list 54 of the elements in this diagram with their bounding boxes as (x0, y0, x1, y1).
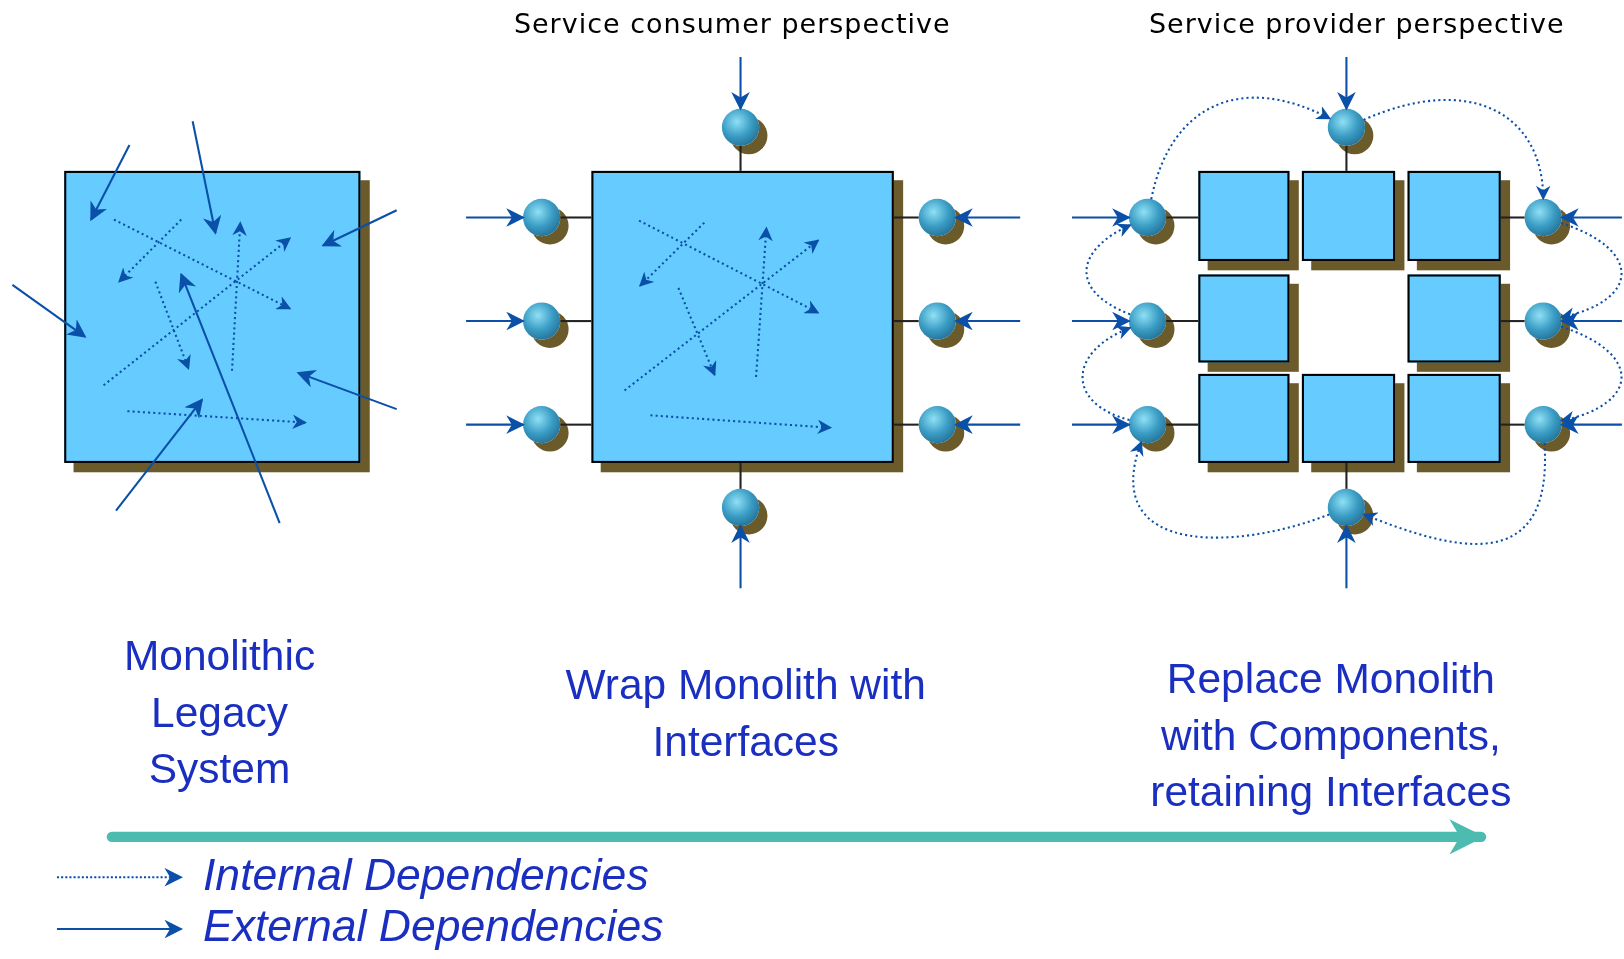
arrow (954, 415, 1021, 434)
legend-label: External Dependencies (203, 902, 664, 952)
legend-label: Internal Dependencies (203, 850, 649, 900)
arrow (296, 369, 398, 411)
connector-line (1500, 216, 1525, 219)
connector-line (1166, 423, 1199, 426)
arrow (1337, 56, 1356, 111)
connector-line (1166, 320, 1199, 323)
dependency-arrow (1085, 224, 1132, 316)
arrow (1071, 311, 1131, 331)
arrow (1560, 415, 1622, 434)
connector-line (1345, 146, 1348, 171)
arrow (1337, 524, 1356, 589)
perspective-heading: Service provider perspective (1148, 7, 1566, 42)
arrow (1071, 208, 1131, 227)
stage-caption: Wrap Monolith with Interfaces (564, 659, 927, 767)
arrow (731, 524, 750, 589)
arrow (731, 56, 750, 111)
dependency-arrow (1150, 96, 1332, 200)
dependency-arrow (1362, 443, 1546, 545)
connector-line (893, 423, 919, 426)
dependency-arrow (1081, 326, 1132, 421)
connector-line (739, 462, 742, 489)
connector-line (739, 146, 742, 171)
arrow (321, 209, 398, 247)
dependency-arrow (1560, 222, 1623, 321)
stage-caption: Monolithic Legacy System (123, 630, 317, 795)
connector-line (1345, 462, 1348, 489)
arrow (466, 208, 525, 227)
arrow (1560, 208, 1622, 227)
arrow (115, 398, 204, 512)
arrow (178, 272, 281, 524)
connector-line (560, 320, 592, 323)
dependency-arrow (1560, 325, 1623, 425)
arrow (191, 120, 222, 235)
connector-line (1500, 423, 1525, 426)
arrow (466, 415, 525, 434)
arrow (11, 283, 87, 338)
connector-line (893, 216, 919, 219)
arrow (1071, 415, 1131, 434)
arrow (1560, 311, 1622, 331)
arrow (954, 208, 1021, 227)
dependency-arrow (1130, 440, 1330, 539)
arrow (954, 311, 1021, 331)
arrow (466, 311, 525, 331)
dependency-arrow (1363, 99, 1550, 201)
arrow (90, 144, 131, 222)
connector-line (1500, 320, 1525, 323)
connector-line (560, 423, 592, 426)
connector-line (1166, 216, 1199, 219)
stage-caption: Replace Monolith with Components, retaining Interfaces (1149, 653, 1513, 818)
perspective-heading: Service consumer perspective (512, 7, 952, 42)
connector-line (560, 216, 592, 219)
connector-line (893, 320, 919, 323)
